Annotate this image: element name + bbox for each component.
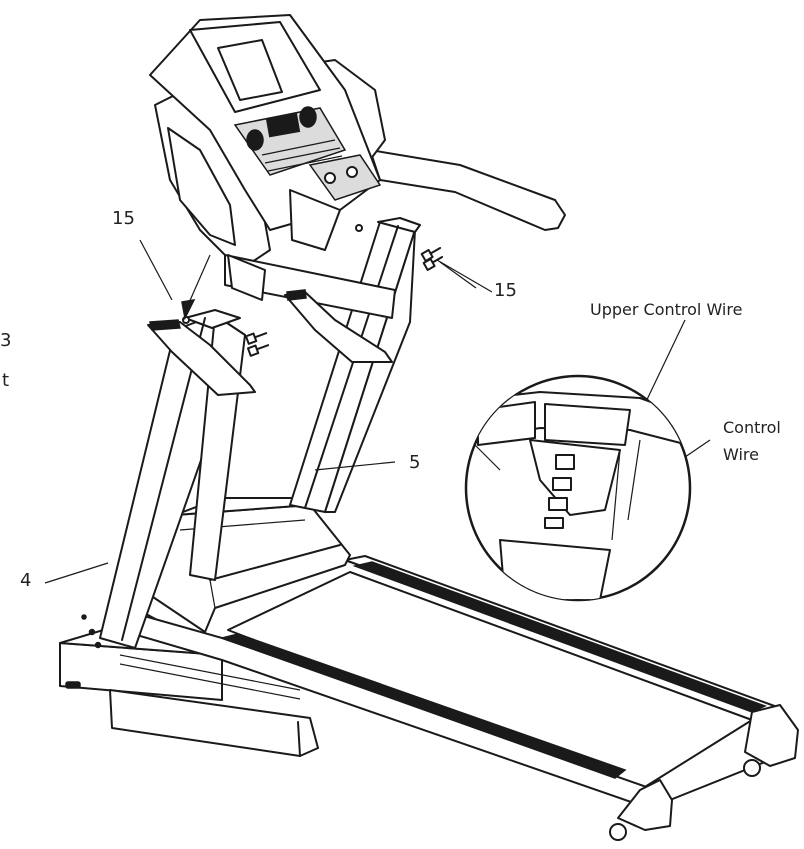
label-edge-top: 3: [0, 330, 12, 351]
label-screw-left: 15: [112, 208, 135, 229]
console-assembly: [149, 14, 566, 319]
label-edge-bottom: t: [2, 370, 10, 391]
label-screw-right: 15: [494, 280, 517, 301]
screws: [182, 224, 444, 357]
label-upper-control-wire: Upper Control Wire: [590, 300, 743, 319]
label-control-wire-line1: Control: [723, 418, 781, 437]
label-upright-left: 4: [20, 570, 32, 591]
label-upright-right: 5: [409, 452, 421, 473]
upright-right: [289, 217, 421, 513]
running-deck: [129, 497, 799, 841]
label-control-wire-line2: Wire: [723, 445, 759, 464]
arm-grips: [147, 289, 393, 396]
detail-inset: [464, 374, 692, 602]
